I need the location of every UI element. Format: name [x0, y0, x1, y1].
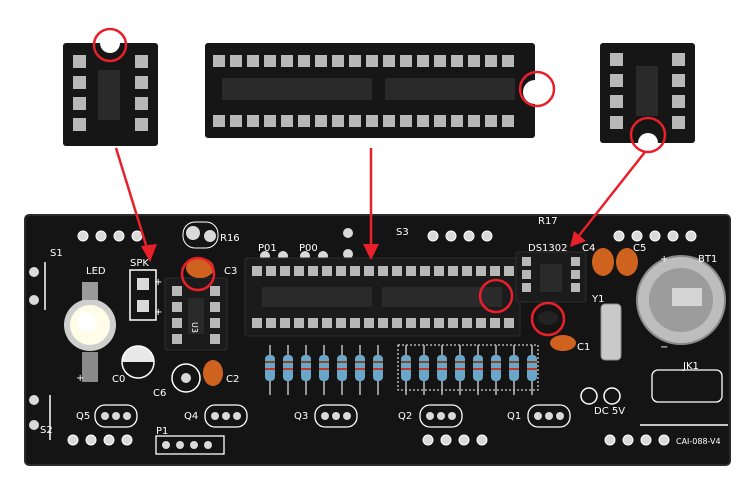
socket-8pin-top-right-inset [600, 43, 695, 143]
label-p1: P1 [156, 426, 168, 437]
arrowhead-ds1302 [570, 231, 586, 247]
label-jk1: JK1 [682, 361, 699, 372]
label-spk-plus: + [154, 277, 162, 288]
label-q5: Q5 [76, 411, 90, 422]
capacitor-c0-footprint [121, 345, 155, 379]
label-u3: U3 [190, 322, 199, 333]
label-y1: Y1 [591, 294, 604, 305]
silkscreen-labels: S1 LED SPK R16 C3 P01 P00 S3 R17 DS1302 … [40, 216, 721, 446]
board-model-text: CAI-088-V4 [676, 437, 721, 446]
label-led: LED [86, 266, 106, 277]
header-p1 [155, 435, 225, 455]
socket-8pin-top-left-inset [63, 43, 158, 146]
dc-jack-jk1 [580, 369, 723, 405]
pcb-bottom-pads [67, 434, 670, 446]
capacitors-c4-c5-c1 [550, 248, 638, 351]
label-c5: C5 [633, 243, 646, 254]
label-c2: C2 [226, 374, 239, 385]
resistor-array [265, 345, 537, 395]
socket-40pin-inset-top-row [213, 55, 514, 67]
pcb-top-pads [77, 230, 697, 242]
mounted-socket-u3 [164, 277, 228, 351]
capacitor-c3 [186, 258, 214, 278]
label-spk-plus-2: + [154, 307, 162, 318]
label-c3: C3 [224, 266, 237, 277]
label-s3: S3 [396, 227, 409, 238]
label-s2: S2 [40, 425, 53, 436]
label-p01: P01 [258, 243, 277, 254]
label-spk: SPK [130, 258, 149, 269]
label-dc5v: DC 5V [594, 406, 625, 417]
arrow-heads [141, 231, 586, 262]
label-s1: S1 [50, 248, 63, 259]
callout-circle-ds1302-notch [530, 301, 566, 337]
label-p00: P00 [299, 243, 318, 254]
label-q4: Q4 [184, 411, 198, 422]
socket-40pin-top-inset [205, 43, 535, 138]
crystal-y1 [600, 303, 622, 361]
label-bt1: BT1 [698, 254, 717, 265]
speaker-header-spk [129, 269, 157, 321]
socket-8pin-left-pins [73, 55, 148, 131]
socket-40pin-inset-bottom-row [213, 115, 514, 127]
transistor-footprints [94, 404, 571, 428]
label-r16: R16 [220, 233, 240, 244]
switch-s3-footprint [343, 228, 353, 259]
label-q1: Q1 [507, 411, 521, 422]
label-c0: C0 [112, 374, 125, 385]
socket-8pin-right-pins [610, 53, 685, 129]
callout-circle-u3-notch [180, 256, 216, 292]
callout-circle-40pin-notch [478, 278, 514, 314]
label-led-plus: + [76, 373, 84, 384]
led-component [64, 282, 116, 382]
label-r17: R17 [538, 216, 558, 227]
label-c6: C6 [153, 388, 166, 399]
callout-circle-8pin-top [92, 27, 128, 63]
callout-annotations [92, 27, 667, 337]
mounted-socket-ds1302 [515, 251, 587, 325]
arrow-to-ds1302 [573, 151, 646, 243]
resistor-r16-footprint [182, 221, 219, 249]
label-c1: C1 [577, 342, 590, 353]
label-q3: Q3 [294, 411, 308, 422]
arrowhead-40pin [363, 244, 379, 260]
mounted-socket-40pin [244, 257, 521, 337]
label-bt1-plus: + [660, 254, 668, 265]
label-bt1-minus: − [660, 342, 668, 353]
callout-circle-40pin-inset [518, 70, 556, 108]
battery-holder-bt1 [636, 255, 726, 345]
callout-circle-8pin-right-inset [629, 116, 667, 154]
switch-s1-footprint [29, 262, 46, 310]
label-ds1302: DS1302 [528, 243, 568, 254]
label-q2: Q2 [398, 411, 412, 422]
arrowhead-u3 [141, 244, 157, 262]
switch-s2-footprint [29, 395, 39, 430]
capacitor-c2 [203, 360, 223, 386]
arrow-to-u3 [114, 147, 152, 259]
label-c4: C4 [582, 243, 595, 254]
capacitor-c6-footprint [171, 363, 201, 393]
